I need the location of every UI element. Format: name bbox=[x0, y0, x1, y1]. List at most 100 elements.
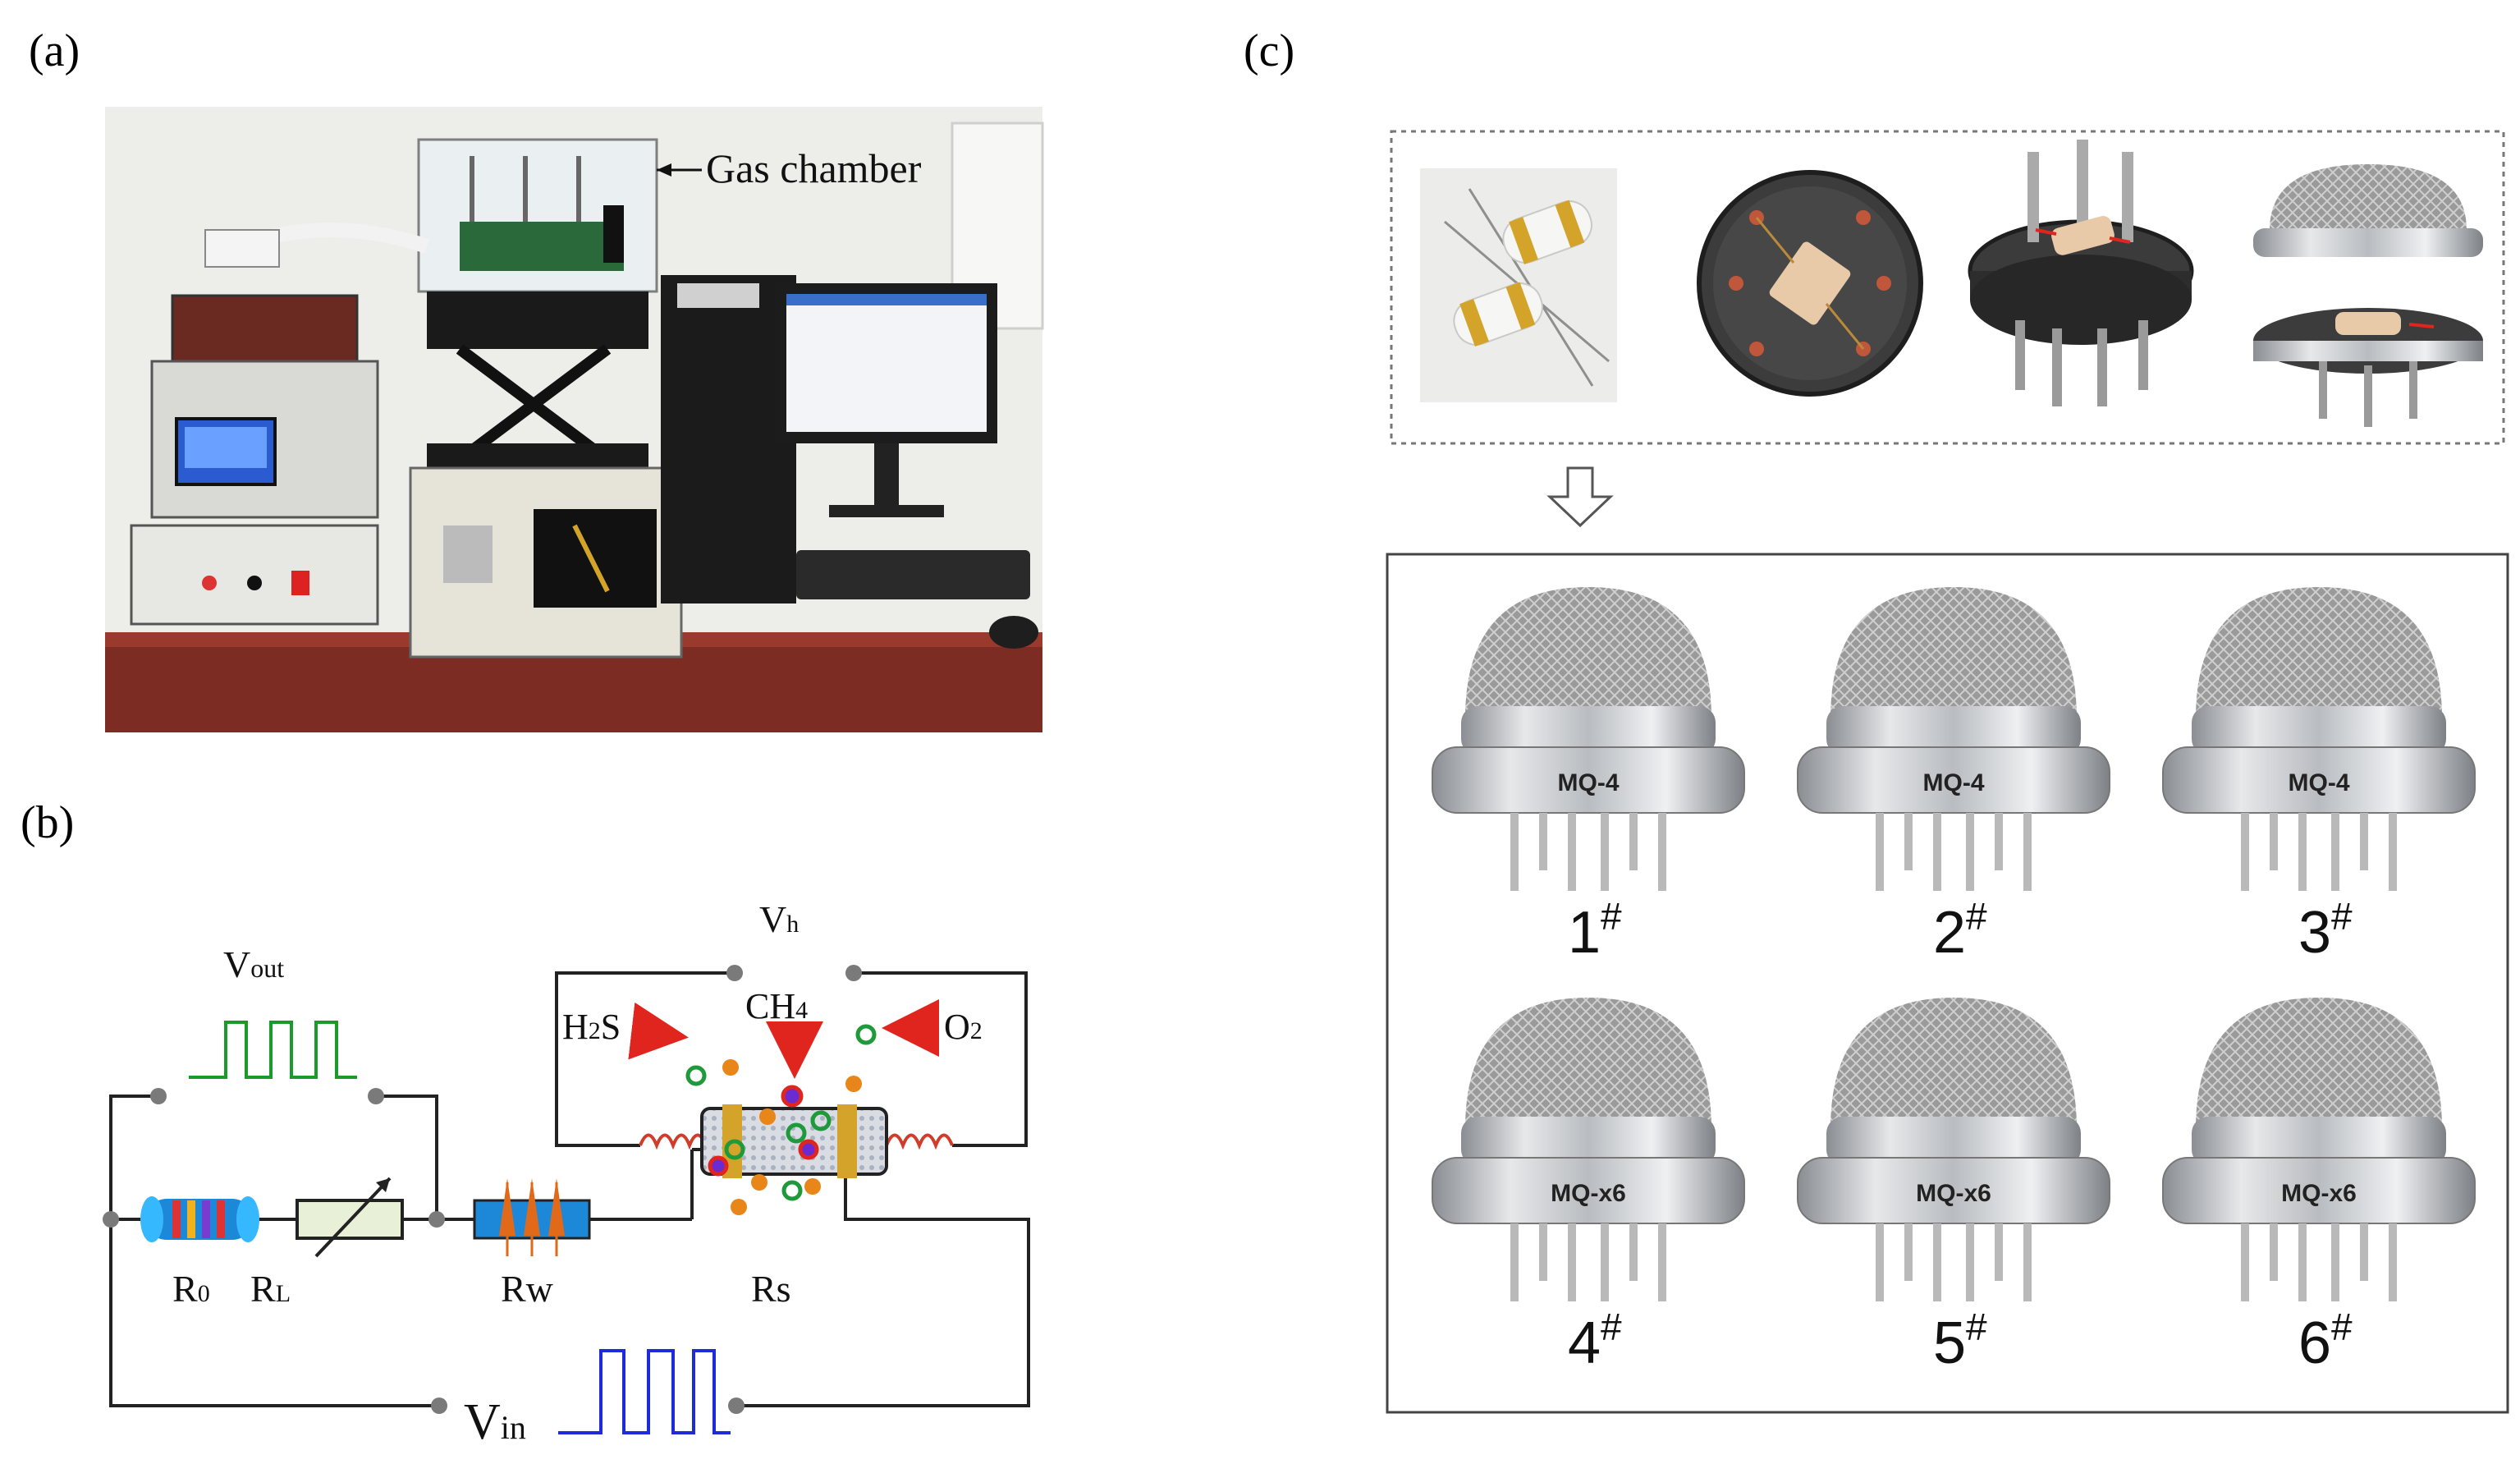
sensor-pin bbox=[2389, 1223, 2397, 1301]
gas-arrows bbox=[628, 999, 939, 1079]
gas-chamber-annotation: Gas chamber bbox=[706, 145, 922, 191]
sensor-pin bbox=[2023, 1223, 2032, 1301]
sensor-pin bbox=[1601, 1223, 1609, 1301]
sensor-pin bbox=[1966, 813, 1974, 891]
sensor-array-frame bbox=[1386, 553, 2509, 1414]
circuit-wires bbox=[109, 971, 1030, 1407]
sensor-steel-collar bbox=[1826, 706, 2081, 755]
ceramic-tube-photo bbox=[1420, 168, 1617, 402]
sensor-pin bbox=[2331, 813, 2339, 891]
base-with-pins bbox=[1968, 140, 2194, 406]
vin-label: Vin bbox=[464, 1394, 526, 1450]
sensor-pin bbox=[1539, 813, 1547, 870]
panel-a-label: (a) bbox=[29, 25, 80, 76]
sensor-mesh-cap bbox=[1830, 998, 2077, 1129]
sensor-pin bbox=[1658, 1223, 1666, 1301]
sensor-pin bbox=[2270, 1223, 2278, 1281]
lab-setup-photo: Gas chamber bbox=[105, 107, 1044, 732]
vout-label: Vout bbox=[223, 943, 284, 985]
sensor-number-label: 5# bbox=[1933, 1306, 1987, 1376]
sensor-pin bbox=[2270, 813, 2278, 870]
sensor-steel-collar bbox=[2192, 1117, 2446, 1166]
sensor-number-label: 2# bbox=[1933, 895, 1987, 966]
sensor-pin bbox=[1568, 813, 1576, 891]
sensor-pin bbox=[1933, 1223, 1941, 1301]
rw-heater-resistor bbox=[473, 1178, 591, 1256]
sensor-steel-collar bbox=[1461, 1117, 1716, 1166]
sensor-model-label: MQ-4 bbox=[1923, 769, 1985, 796]
sensor-pin bbox=[1568, 1223, 1576, 1301]
sensor-pin bbox=[1904, 813, 1913, 870]
sensor-steel-flange bbox=[1797, 1157, 2110, 1224]
sensor-steel-collar bbox=[1461, 706, 1716, 755]
sensor-5: MQ-x6 5# bbox=[1797, 998, 2110, 1376]
sensor-1: MQ-41# bbox=[1432, 587, 1745, 966]
gas-molecules bbox=[685, 1024, 877, 1215]
sensor-steel-flange bbox=[2162, 746, 2476, 814]
sensor-pin bbox=[1510, 813, 1519, 891]
sensor-model-label: MQ-x6 bbox=[1916, 1180, 1991, 1207]
panel-b-label: (b) bbox=[21, 797, 74, 848]
sensor-mesh-cap bbox=[1830, 587, 2077, 718]
sensor-pin bbox=[1629, 1223, 1638, 1281]
sensor-mesh-cap bbox=[2196, 587, 2442, 718]
assembled-exploded-view bbox=[2253, 164, 2483, 427]
panel-c: (c) bbox=[1244, 25, 2509, 1414]
sensor-pin bbox=[2298, 813, 2307, 891]
down-arrow-icon bbox=[1546, 466, 1614, 528]
rl-label: RL bbox=[250, 1268, 291, 1310]
vin-pulse bbox=[558, 1349, 731, 1434]
panel-b: (b) bbox=[21, 797, 1030, 1450]
sensor-number-label: 3# bbox=[2298, 895, 2353, 966]
sensor-steel-collar bbox=[1826, 1117, 2081, 1166]
rs-label: Rs bbox=[751, 1268, 791, 1310]
sensor-pin bbox=[2023, 813, 2032, 891]
panel-a: (a) bbox=[29, 25, 1044, 732]
sensor-mesh-cap bbox=[2196, 998, 2442, 1129]
sensor-steel-flange bbox=[1432, 746, 1745, 814]
sensor-mesh-cap bbox=[1465, 998, 1711, 1129]
sensor-pin bbox=[1658, 813, 1666, 891]
sensor-pin bbox=[1876, 1223, 1884, 1301]
sensor-number-label: 6# bbox=[2298, 1306, 2353, 1376]
panel-c-label: (c) bbox=[1244, 25, 1294, 76]
sensor-steel-flange bbox=[1797, 746, 2110, 814]
sensor-pin bbox=[1966, 1223, 1974, 1301]
terminal-nodes bbox=[103, 965, 862, 1414]
construction-steps-frame bbox=[1390, 130, 2505, 445]
sensor-grid: MQ-41#MQ-42#MQ-43#MQ-x64#MQ-x65#MQ-x66# bbox=[1432, 587, 2476, 1376]
sensor-pin bbox=[1995, 1223, 2003, 1281]
sensor-pin bbox=[2389, 813, 2397, 891]
sensor-pin bbox=[2241, 1223, 2249, 1301]
sensor-pin bbox=[1995, 813, 2003, 870]
ch4-label: CH4 bbox=[745, 986, 808, 1026]
sensor-steel-flange bbox=[2162, 1157, 2476, 1224]
base-top-view bbox=[1697, 170, 1923, 397]
sensor-model-label: MQ-x6 bbox=[1551, 1180, 1626, 1207]
sensor-steel-collar bbox=[2192, 706, 2446, 755]
h2s-label: H2S bbox=[562, 1007, 621, 1047]
sensor-pin bbox=[2331, 1223, 2339, 1301]
sensor-pin bbox=[2298, 1223, 2307, 1301]
sensor-6: MQ-x66# bbox=[2162, 998, 2476, 1376]
sensor-pin bbox=[1539, 1223, 1547, 1281]
sensor-steel-flange bbox=[1432, 1157, 1745, 1224]
sensor-model-label: MQ-4 bbox=[1558, 769, 1620, 796]
sensor-pin bbox=[1629, 813, 1638, 870]
sensor-pin bbox=[2360, 813, 2368, 870]
sensor-pin bbox=[1601, 813, 1609, 891]
r0-label: R0 bbox=[172, 1268, 210, 1310]
sensor-pin bbox=[1933, 813, 1941, 891]
r0-resistor bbox=[140, 1196, 259, 1242]
sensor-4: MQ-x6 4# bbox=[1432, 998, 1745, 1376]
o2-label: O2 bbox=[944, 1007, 983, 1047]
sensor-pin bbox=[2241, 813, 2249, 891]
sensor-pin bbox=[1876, 813, 1884, 891]
sensor-pin bbox=[1510, 1223, 1519, 1301]
vout-pulse bbox=[189, 1021, 357, 1079]
sensor-pin bbox=[1904, 1223, 1913, 1281]
sensor-number-label: 4# bbox=[1568, 1306, 1622, 1376]
vh-label: Vh bbox=[759, 898, 799, 940]
sensor-pin bbox=[2360, 1223, 2368, 1281]
